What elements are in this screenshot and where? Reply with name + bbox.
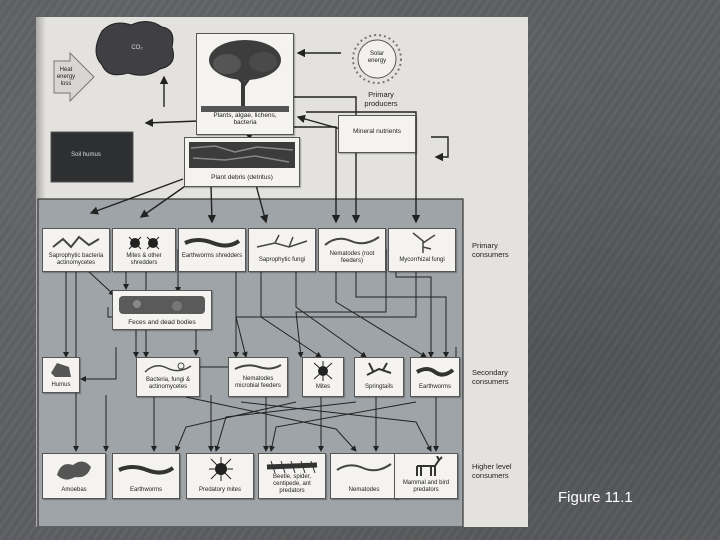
primary-consumers-label: Primary consumers <box>472 241 509 259</box>
nematode-icon <box>324 236 380 246</box>
earthworm-icon <box>118 465 175 475</box>
beetle-icon <box>266 460 318 473</box>
co2-label: CO₂ <box>131 45 143 51</box>
plants-label: Plants, algae, lichens, bacteria <box>213 112 277 126</box>
higher-label-3: Beetle, spider, centipede, ant predators <box>272 474 312 494</box>
primary-label-1: Mites & other shredders <box>126 253 162 266</box>
solar-energy-label: Solar energy <box>367 51 387 64</box>
higher-node-earthworms: Earthworms <box>112 453 180 499</box>
higher-label-4: Nematodes <box>348 487 380 493</box>
co2-cloud <box>95 21 174 76</box>
primary-label-3: Saprophytic fungi <box>258 257 306 263</box>
heat-loss-label: Heat energy loss <box>56 67 76 87</box>
heat-arrow-shape <box>53 51 95 103</box>
higher-consumers-label: Higher level consumers <box>472 462 512 480</box>
feces-box: Feces and dead bodies <box>112 290 212 330</box>
primary-label-0: Saprophytic bacteria actinomycetes <box>48 253 104 266</box>
feces-label: Feces and dead bodies <box>128 319 196 326</box>
nematode-icon <box>336 463 392 472</box>
plants-box: Plants, algae, lichens, bacteria <box>196 33 294 135</box>
earthworm-icon <box>184 238 241 248</box>
higher-node-nematodes: Nematodes <box>330 453 398 499</box>
deer-icon <box>416 456 443 476</box>
higher-node-mammal-bird: Mammal and bird predators <box>394 453 458 499</box>
primary-node-saprophytic-fungi: Saprophytic fungi <box>248 228 316 272</box>
secondary-node-earthworms: Earthworms <box>410 357 460 397</box>
secondary-node-humus: Humus <box>42 357 80 393</box>
higher-label-2: Predatory mites <box>198 487 241 493</box>
predatory-mite-icon <box>209 457 233 481</box>
plant-debris-box: Plant debris (detritus) <box>184 137 300 187</box>
plant-debris-label: Plant debris (detritus) <box>211 174 273 181</box>
fungi-icon <box>256 234 308 248</box>
diagram-scan: CO₂ Heat energy loss Plants, algae, lich… <box>36 17 528 527</box>
primary-node-saprophytic-bacteria: Saprophytic bacteria actinomycetes <box>42 228 110 272</box>
primary-producers-label: Primary producers <box>364 90 398 108</box>
earthworm-icon <box>415 367 455 377</box>
microbe-icon <box>144 362 192 373</box>
bacteria-icon <box>52 235 100 249</box>
secondary-node-bacteria-fungi: Bacteria, fungi & actinomycetes <box>136 357 200 397</box>
mycorrhizal-icon <box>412 232 436 253</box>
mite-icon <box>313 361 333 381</box>
secondary-humus-label: Humus <box>51 382 71 388</box>
secondary-label-2: Mites <box>315 384 331 390</box>
higher-label-5: Mammal and bird predators <box>402 480 450 493</box>
debris-icon <box>189 142 295 168</box>
primary-node-nematodes-root: Nematodes (root feeders) <box>318 228 386 272</box>
solar-sun <box>352 34 402 84</box>
mineral-nutrients-box: Mineral nutrients <box>338 115 416 153</box>
secondary-node-springtails: Springtails <box>354 357 404 397</box>
figure-caption: Figure 11.1 <box>558 489 633 506</box>
mite-icon <box>128 236 160 250</box>
primary-node-mites-shredders: Mites & other shredders <box>112 228 176 272</box>
primary-node-earthworms-shredders: Earthworms shredders <box>178 228 246 272</box>
secondary-label-4: Earthworms <box>418 384 451 390</box>
soil-humus-label: Soil humus <box>71 152 101 158</box>
feces-icon <box>119 296 205 314</box>
primary-label-2: Earthworms shredders <box>181 253 243 259</box>
springtail-icon <box>366 362 392 376</box>
primary-node-mycorrhizal-fungi: Mycorrhizal fungi <box>388 228 456 272</box>
primary-label-5: Mycorrhizal fungi <box>399 257 445 263</box>
higher-label-1: Earthworms <box>129 487 162 493</box>
tree-icon <box>201 40 289 112</box>
higher-node-beetle-spider: Beetle, spider, centipede, ant predators <box>258 453 326 499</box>
secondary-node-mites: Mites <box>302 357 344 397</box>
secondary-label-0: Bacteria, fungi & actinomycetes <box>145 377 191 390</box>
secondary-consumers-label: Secondary consumers <box>472 368 509 386</box>
secondary-label-3: Springtails <box>364 384 393 390</box>
higher-label-0: Amoebas <box>61 487 87 493</box>
secondary-node-nematodes-microbial: Nematodes microbial feeders <box>228 357 288 397</box>
soil-humus-block <box>50 131 134 183</box>
amoeba-icon <box>57 461 91 480</box>
primary-label-4: Nematodes (root feeders) <box>329 251 375 264</box>
mineral-nutrients-label: Mineral nutrients <box>352 128 402 135</box>
higher-node-predatory-mites: Predatory mites <box>186 453 254 499</box>
higher-node-amoebas: Amoebas <box>42 453 106 499</box>
secondary-label-1: Nematodes microbial feeders <box>235 376 281 389</box>
nematode-icon <box>234 364 282 370</box>
humus-icon <box>51 363 71 377</box>
